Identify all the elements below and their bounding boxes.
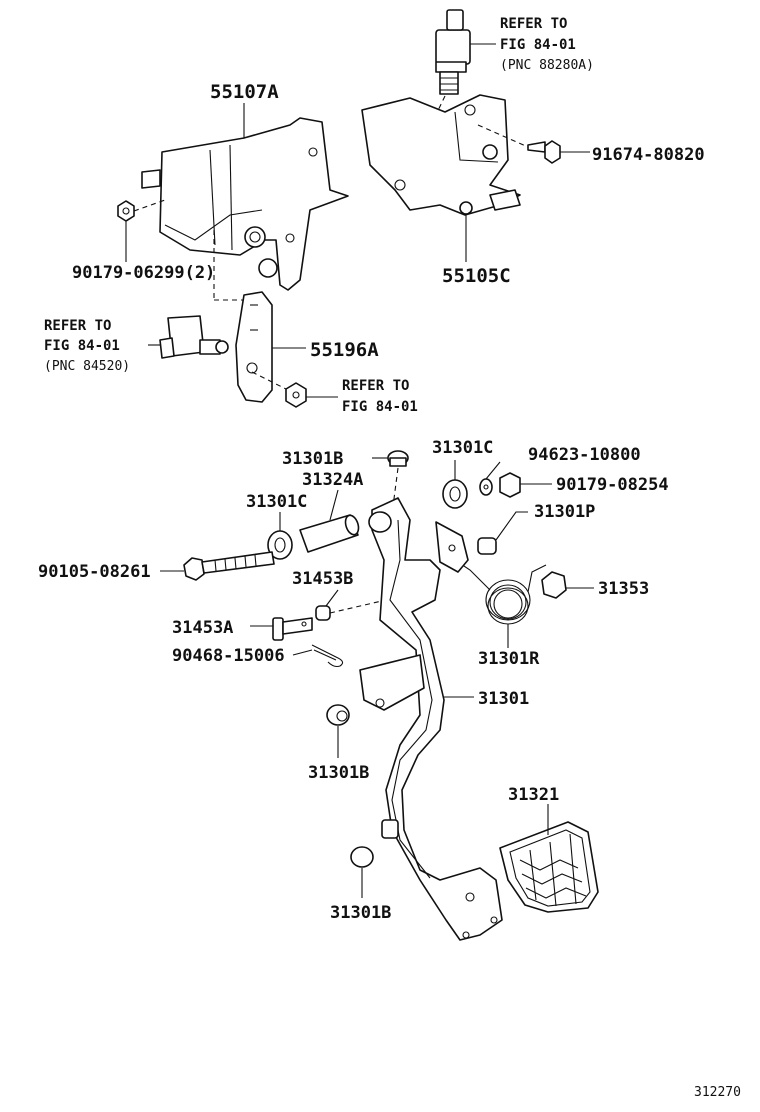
cushion-31301p xyxy=(477,537,497,555)
label-31321: 31321 xyxy=(508,785,559,805)
ref-top-line3: (PNC 88280A) xyxy=(500,58,594,73)
collar-31324a xyxy=(299,514,360,553)
label-31324a: 31324A xyxy=(302,470,363,490)
nut-31353 xyxy=(541,571,567,599)
spring-31301r xyxy=(454,559,547,625)
label-31353: 31353 xyxy=(598,579,649,599)
clip-90468-15006 xyxy=(311,644,344,668)
label-90179-06299: 90179-06299(2) xyxy=(72,263,215,283)
label-31301b-mid: 31301B xyxy=(308,763,369,783)
label-91674-80820: 91674-80820 xyxy=(592,145,705,165)
figure-code: 312270 xyxy=(694,1085,741,1100)
bracket-55107a xyxy=(141,117,349,291)
bushing-31301c-right xyxy=(442,479,468,509)
plate-55196a xyxy=(235,291,273,403)
ref-nut-line2: FIG 84-01 xyxy=(342,399,418,415)
ref-nut-line1: REFER TO xyxy=(342,378,409,394)
label-31453a: 31453A xyxy=(172,618,233,638)
label-31301c-right: 31301C xyxy=(432,438,493,458)
cushion-31301b-bot xyxy=(350,846,374,868)
bolt-90105-08261 xyxy=(183,551,275,581)
bushing-31453b xyxy=(315,605,331,621)
label-31301b-bot: 31301B xyxy=(330,903,391,923)
label-31301c-left: 31301C xyxy=(246,492,307,512)
label-55105c: 55105C xyxy=(442,265,511,287)
label-31301b-top: 31301B xyxy=(282,449,343,469)
cushion-31301b-mid xyxy=(326,704,350,726)
label-90105-08261: 90105-08261 xyxy=(38,562,151,582)
stop-lamp-switch-top xyxy=(435,9,471,95)
ref-left-line2: FIG 84-01 xyxy=(44,338,120,354)
washer-94623-10800 xyxy=(479,478,493,496)
label-31301p: 31301P xyxy=(534,502,595,522)
label-31301: 31301 xyxy=(478,689,529,709)
bolt-91674-80820 xyxy=(527,140,561,164)
nut-90179-08254 xyxy=(499,472,521,498)
switch-pnc-84520 xyxy=(159,315,229,359)
nut-refer-fig xyxy=(285,382,307,408)
ref-top-line1: REFER TO xyxy=(500,16,567,32)
ref-top-line2: FIG 84-01 xyxy=(500,37,576,53)
label-94623-10800: 94623-10800 xyxy=(528,445,641,465)
ref-left-line1: REFER TO xyxy=(44,318,111,334)
ref-left-line3: (PNC 84520) xyxy=(44,359,130,374)
label-90468-15006: 90468-15006 xyxy=(172,646,285,666)
pedal-pad-31321 xyxy=(499,821,599,913)
pedal-arm-31301 xyxy=(359,497,503,941)
bracket-55105c xyxy=(361,94,521,216)
cushion-31301b-top xyxy=(387,450,409,467)
label-90179-08254: 90179-08254 xyxy=(556,475,669,495)
nut-90179-06299 xyxy=(117,200,135,222)
label-55107a: 55107A xyxy=(210,81,279,103)
label-31301r: 31301R xyxy=(478,649,540,669)
label-55196a: 55196A xyxy=(310,339,379,361)
label-31453b: 31453B xyxy=(292,569,353,589)
pin-31453a xyxy=(272,617,313,641)
